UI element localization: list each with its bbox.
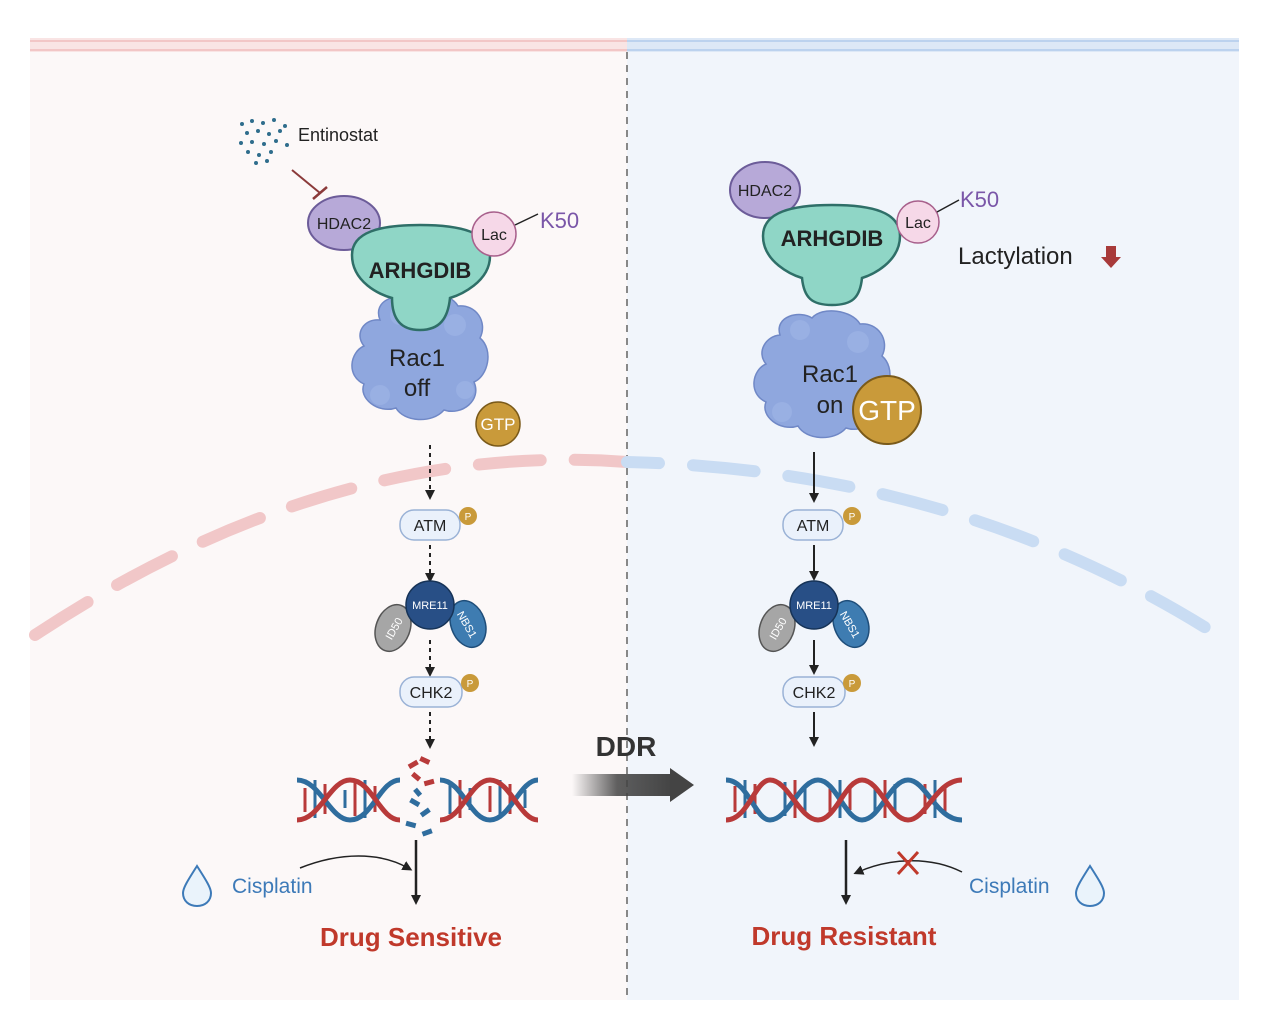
rac1-right-state: on — [817, 392, 844, 419]
rac1-left-state: off — [404, 375, 431, 402]
arhgdib-left — [350, 223, 492, 332]
ddr-arrow-shaft — [572, 774, 672, 796]
k50-right-label: K50 — [960, 187, 999, 212]
mre11-right — [789, 580, 839, 630]
nbs1-right — [832, 599, 870, 649]
dna-intact — [725, 777, 963, 823]
chk2-right-phospho — [843, 674, 861, 692]
dna-broken — [296, 756, 539, 837]
rac1-left-label: Rac1 — [389, 345, 445, 372]
nuclear-membrane-right — [621, 456, 1228, 644]
gtp-left-label: GTP — [481, 415, 516, 434]
k50-left-label: K50 — [540, 208, 579, 233]
lac-left — [471, 211, 517, 257]
chk2-right-label: CHK2 — [793, 685, 836, 702]
down-arrow-icon — [1101, 246, 1121, 268]
ddr-arrow-head — [670, 768, 694, 802]
hdac2-right-label: HDAC2 — [738, 183, 792, 200]
arhgdib-right-label: ARHGDIB — [781, 226, 884, 251]
atm-right-label: ATM — [797, 518, 830, 535]
chk2-left — [399, 676, 463, 708]
cisplatin-left-label: Cisplatin — [232, 875, 313, 898]
hdac2-right — [729, 161, 801, 219]
gtp-right — [852, 375, 922, 445]
svg-text:P: P — [849, 679, 856, 690]
entinostat-label: Entinostat — [298, 125, 378, 145]
nuclear-membrane-left — [29, 453, 633, 641]
lac-right — [896, 200, 940, 244]
svg-text:P: P — [465, 512, 472, 523]
atm-right — [782, 509, 844, 541]
droplet-left-icon — [181, 864, 213, 908]
outcome-left: Drug Sensitive — [320, 922, 502, 952]
svg-text:MRE11: MRE11 — [796, 600, 832, 612]
ddr-label: DDR — [596, 731, 657, 762]
gtp-left — [475, 401, 521, 447]
arhgdib-right — [761, 203, 902, 307]
lac-right-label: Lac — [905, 215, 931, 232]
atm-left-label: ATM — [414, 518, 447, 535]
lactylation-label: Lactylation — [958, 243, 1073, 270]
left-panel-bg — [30, 50, 627, 1000]
mre11-left — [405, 580, 455, 630]
atm-right-phospho — [843, 507, 861, 525]
arhgdib-left-label: ARHGDIB — [369, 258, 472, 283]
svg-text:MRE11: MRE11 — [412, 600, 448, 612]
atm-left — [399, 509, 461, 541]
atm-left-phospho — [459, 507, 477, 525]
cisplatin-right-label: Cisplatin — [969, 875, 1050, 898]
outcome-right: Drug Resistant — [752, 921, 937, 951]
rac1-right-label: Rac1 — [802, 361, 858, 388]
chk2-left-phospho — [461, 674, 479, 692]
rad50-left — [374, 603, 412, 653]
svg-text:P: P — [467, 679, 474, 690]
droplet-right-icon — [1074, 864, 1106, 908]
right-panel-bg — [627, 50, 1239, 1000]
lac-left-label: Lac — [481, 227, 507, 244]
block-x-icon — [896, 850, 920, 876]
chk2-left-label: CHK2 — [410, 685, 453, 702]
rad50-right — [758, 603, 796, 653]
chk2-right — [782, 676, 846, 708]
hdac2-left-label: HDAC2 — [317, 216, 371, 233]
nbs1-left — [449, 599, 487, 649]
gtp-right-label: GTP — [858, 395, 916, 426]
entinostat-icon — [239, 118, 289, 165]
svg-text:P: P — [849, 512, 856, 523]
